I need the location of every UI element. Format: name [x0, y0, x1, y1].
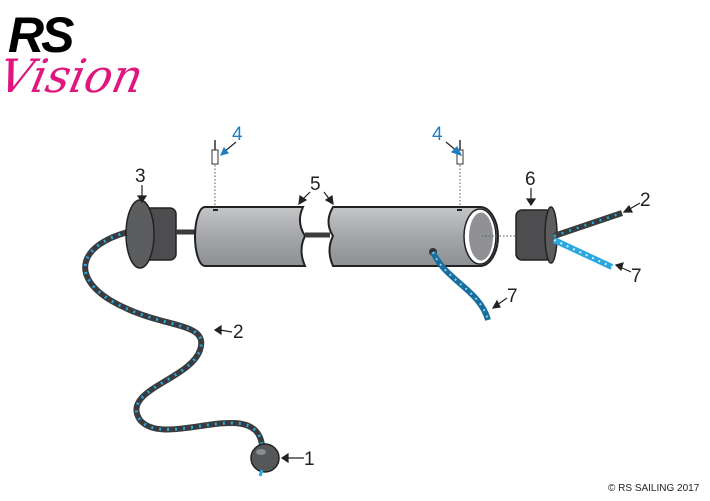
label-ball: 1 [304, 449, 315, 470]
label-rope-main: 2 [233, 322, 244, 343]
blue-line-side [430, 250, 491, 321]
logo-vision-text: Vision [0, 49, 148, 102]
rs-vision-logo: RS Vision [0, 7, 148, 103]
logo-rs-text: RS [8, 7, 74, 63]
label-pin-left: 4 [232, 124, 243, 145]
end-cap-right [515, 206, 623, 270]
label-end-cap-left: 3 [135, 166, 146, 187]
rope-main [82, 229, 265, 448]
label-pin-right: 4 [432, 124, 443, 145]
label-blue-line-side: 7 [507, 286, 518, 307]
tube [194, 206, 518, 267]
ball [250, 443, 280, 477]
copyright: © RS SAILING 2017 [608, 483, 700, 494]
rivet-pin-right [456, 140, 464, 208]
label-rope-end: 2 [640, 190, 651, 211]
label-tube: 5 [310, 174, 321, 195]
label-blue-line-end: 7 [631, 266, 642, 287]
rivet-pin-left [211, 140, 219, 208]
leader-arrows [136, 141, 641, 464]
label-end-cap-right: 6 [525, 169, 536, 190]
end-cap-left [125, 199, 198, 269]
